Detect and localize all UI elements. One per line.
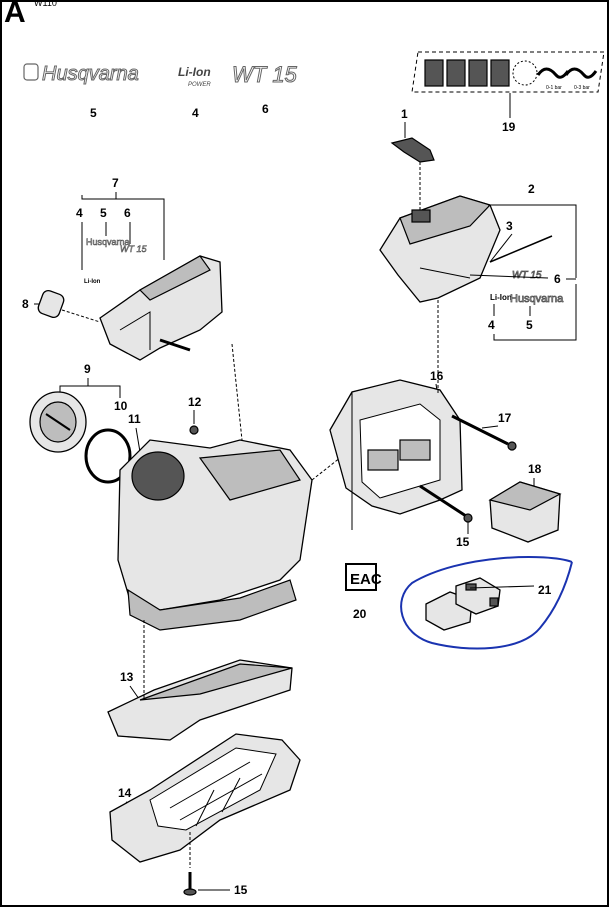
screw-part-bottom [183, 888, 197, 896]
callout-6-cover: 6 [554, 272, 561, 286]
callout-9: 9 [84, 362, 91, 376]
callout-6-logo: 6 [262, 102, 269, 116]
screw-part-housing [463, 513, 473, 523]
callout-4-logo: 4 [192, 106, 199, 120]
callout-1: 1 [401, 107, 408, 121]
callout-8: 8 [22, 297, 29, 311]
handle-brand-decal: Husqvarna [86, 237, 130, 247]
bottom-tray-part [109, 733, 301, 863]
callout-12: 12 [188, 395, 202, 409]
base-frame-part [107, 659, 293, 741]
callout-16: 16 [430, 369, 444, 383]
plug-part [189, 425, 199, 435]
callout-13: 13 [120, 670, 134, 684]
handle-part [99, 255, 223, 361]
callout-15-bottom: 15 [234, 883, 248, 897]
callout-6-handle: 6 [124, 206, 131, 220]
handdrawn-annotation [400, 556, 573, 650]
sticker-caption-a: 0-1 bar [546, 85, 562, 91]
cover-liion-decal: Li-Ion [490, 293, 512, 302]
callout-18: 18 [528, 462, 542, 476]
callout-17: 17 [498, 411, 512, 425]
callout-21: 21 [538, 583, 552, 597]
callout-5-logo: 5 [90, 106, 97, 120]
water-tank-part [117, 439, 313, 631]
section-superscript: W110 [34, 0, 57, 8]
model-logo-text: WT 15 [232, 62, 298, 87]
screw-part-upper [507, 441, 517, 451]
callout-4-cover: 4 [488, 318, 495, 332]
callout-10: 10 [114, 399, 128, 413]
eac-mark-text: EAC [350, 571, 382, 588]
callout-19: 19 [502, 120, 516, 134]
cover-brand-decal: Husqvarna [510, 293, 564, 305]
husqvarna-logo: Husqvarna [23, 63, 139, 86]
callout-7: 7 [112, 176, 119, 190]
callout-11: 11 [128, 412, 141, 426]
power-button-part [37, 290, 65, 318]
section-letter: A [4, 0, 26, 29]
callout-3: 3 [506, 219, 513, 233]
eac-certification-mark: EAC [345, 563, 382, 591]
callout-5-cover: 5 [526, 318, 533, 332]
handle-model-decal: WT 15 [120, 244, 147, 254]
o-ring-part [84, 428, 132, 484]
battery-logo-text: Li-Ion [178, 65, 211, 79]
battery-part [488, 481, 562, 543]
cover-model-decal: WT 15 [512, 270, 542, 281]
callout-4-handle: 4 [76, 206, 83, 220]
callout-20: 20 [353, 607, 367, 621]
battery-housing-part [329, 379, 463, 515]
sticker-caption-b: 0-3 bar [574, 85, 590, 91]
handle-liion-decal: Li-Ion [84, 279, 101, 285]
callout-2: 2 [528, 182, 535, 196]
callout-15-housing: 15 [456, 535, 470, 549]
brand-logo-text: Husqvarna [42, 63, 139, 85]
filler-cap-part [29, 391, 87, 453]
clip-part [390, 137, 435, 163]
battery-logo-sub: POWER [188, 82, 211, 88]
instruction-sticker: 0-1 bar 0-3 bar [411, 51, 605, 93]
callout-5-handle: 5 [100, 206, 107, 220]
callout-14: 14 [118, 786, 132, 800]
